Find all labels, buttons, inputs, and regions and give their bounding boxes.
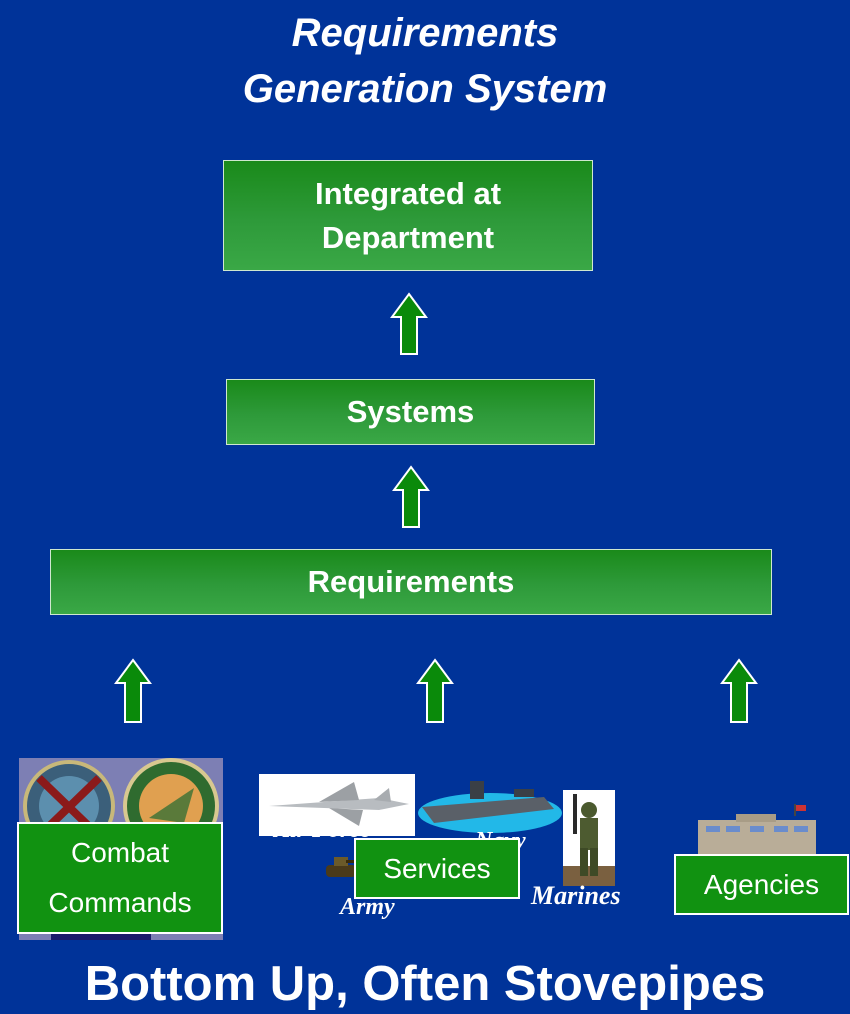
- title-line-1: Requirements: [291, 11, 559, 55]
- services-text: Services: [383, 852, 491, 884]
- agencies-label: Agencies: [674, 854, 849, 915]
- combat-commands-label: Combat Commands: [17, 822, 223, 934]
- air-force-jet-image: [259, 774, 415, 836]
- combat-line-1: Combat: [70, 837, 170, 868]
- marine-soldier-image: [563, 790, 615, 886]
- requirements-box: Requirements: [50, 549, 772, 615]
- requirements-label: Requirements: [307, 564, 515, 599]
- department-line-2: Department: [321, 219, 495, 255]
- up-arrow-icon: [392, 465, 430, 528]
- navy-carrier-image: [418, 781, 562, 833]
- systems-label: Systems: [346, 394, 475, 429]
- marines-caption: Marines: [531, 881, 621, 910]
- up-arrow-icon: [720, 658, 758, 723]
- agencies-text: Agencies: [703, 868, 820, 900]
- services-label: Services: [354, 838, 520, 899]
- up-arrow-icon: [416, 658, 454, 723]
- combat-line-2: Commands: [48, 887, 192, 918]
- department-line-1: Integrated at: [314, 175, 502, 211]
- agency-building-image: [698, 804, 816, 856]
- army-tank-image: [326, 857, 360, 877]
- footer-caption: Bottom Up, Often Stovepipes: [84, 957, 766, 1011]
- title-line-2: Generation System: [242, 67, 608, 111]
- up-arrow-icon: [390, 292, 428, 355]
- systems-box: Systems: [226, 379, 595, 445]
- up-arrow-icon: [114, 658, 152, 723]
- department-box: Integrated at Department: [223, 160, 593, 271]
